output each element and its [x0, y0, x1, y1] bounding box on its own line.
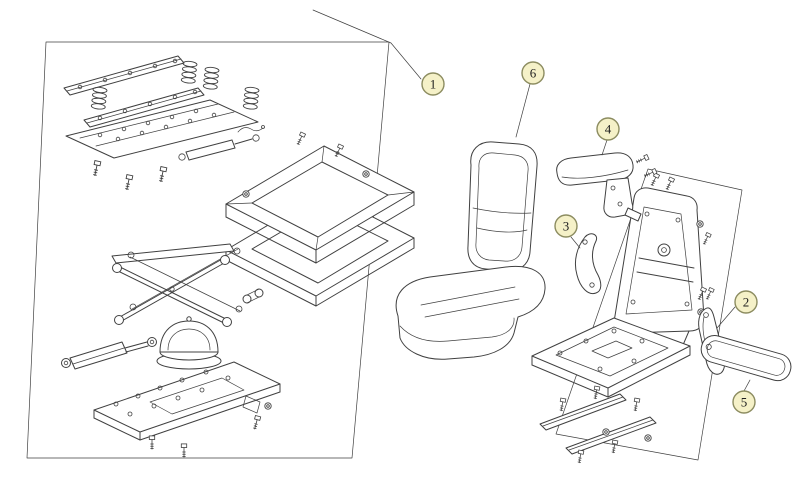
callout-2-balloon: [734, 290, 758, 314]
callout-2[interactable]: 2: [716, 290, 758, 329]
top-fasteners: [91, 160, 168, 191]
base-suspension-assembly: [61, 55, 415, 458]
callout-3-label: 3: [563, 219, 570, 234]
callout-2-leader: [716, 306, 736, 329]
mounting-plate: [65, 99, 259, 159]
callout-6-balloon: [521, 61, 545, 85]
callout-5-balloon: [732, 390, 756, 414]
backrest-frame: [612, 187, 705, 348]
slide-rail-upper: [63, 55, 185, 96]
callouts: 1 6 4 3 2 5: [312, 9, 758, 414]
seat-frame-assembly: [531, 152, 792, 464]
base-plate: [93, 361, 281, 441]
seat-backrest: [467, 141, 538, 272]
armrest-right: [700, 334, 792, 382]
callout-4-balloon: [596, 117, 620, 141]
callout-2-label: 2: [743, 295, 750, 310]
slide-rail-lower: [83, 87, 205, 128]
callout-6-leader: [515, 83, 531, 138]
callout-1-label: 1: [430, 77, 437, 92]
callout-3-leader: [570, 236, 581, 249]
callout-1-balloon: [421, 72, 445, 96]
callout-6[interactable]: 6: [515, 61, 545, 138]
callout-4-label: 4: [605, 122, 612, 137]
callout-4[interactable]: 4: [596, 117, 620, 156]
air-spring-dome: [156, 316, 222, 370]
callout-3-balloon: [554, 214, 578, 238]
callout-5-label: 5: [741, 395, 748, 410]
callout-1[interactable]: 1: [312, 9, 445, 96]
callout-5-leader: [743, 379, 751, 392]
guide-bracket: [574, 233, 602, 295]
callout-6-label: 6: [530, 66, 537, 81]
armrest-left: [556, 152, 658, 222]
seat-rails: [539, 385, 657, 464]
callout-1-leader: [312, 9, 422, 80]
scissor-linkage: [111, 243, 264, 327]
seat-pan: [531, 317, 691, 398]
left-panel-border: [26, 41, 390, 459]
shock-absorber: [61, 337, 157, 370]
callout-3[interactable]: 3: [554, 214, 581, 249]
callout-5[interactable]: 5: [732, 379, 756, 414]
small-damper: [178, 125, 265, 161]
suspension-frame-upper: [225, 131, 415, 264]
callout-4-leader: [601, 139, 608, 156]
seat-cushion: [395, 265, 546, 360]
